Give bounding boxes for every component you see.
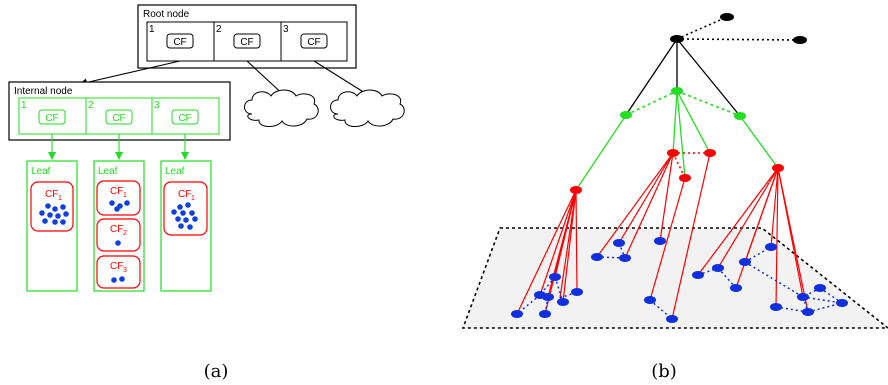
leaf-3-points <box>171 202 198 230</box>
level2-node-3 <box>704 149 716 157</box>
level2-node-2 <box>667 149 679 157</box>
leaf-2-cf-3-label: CF <box>110 261 123 272</box>
data-points <box>511 237 848 323</box>
leaf-1-cf-sub: 1 <box>58 195 62 202</box>
subtree-cloud-2 <box>330 89 405 127</box>
root-cf-2: CF <box>240 37 253 48</box>
sibling-node-2 <box>793 36 807 44</box>
internal-cf-1: CF <box>45 113 58 124</box>
panel-a: Root node 1 2 3 CF CF CF Internal node <box>8 4 405 382</box>
leaf-2: Leaf CF 1 CF 2 CF 3 <box>93 160 145 292</box>
leaf-3-title: Leaf <box>165 166 185 177</box>
leaf-2-cf-2-sub: 2 <box>123 230 127 237</box>
internal-node: Internal node 1 2 3 CF CF CF <box>8 81 231 141</box>
leaf-2-cf-3-points <box>111 276 125 283</box>
leaf-edges <box>516 152 809 320</box>
internal-slot-2: 2 <box>88 100 94 111</box>
root-cf-3: CF <box>307 37 320 48</box>
leaf-3: Leaf CF 1 <box>160 160 212 292</box>
internal-slot-3: 3 <box>154 100 160 111</box>
root-dotted-edges <box>676 16 801 41</box>
leaf-2-cf-1-points <box>109 200 130 212</box>
subtree-cloud-1 <box>244 89 319 127</box>
internal-slot-1: 1 <box>21 100 27 111</box>
root-node: Root node 1 2 3 CF CF CF <box>137 4 357 69</box>
root-slot-3: 3 <box>283 24 289 35</box>
panel-b: (b) <box>461 13 888 382</box>
leaf-1: Leaf CF 1 <box>26 160 78 292</box>
caption-a: (a) <box>204 361 229 382</box>
root-node-title: Root node <box>143 9 190 20</box>
level1-node-2 <box>671 87 683 95</box>
sibling-node-1 <box>720 13 734 21</box>
level2-node-1 <box>570 186 582 194</box>
leaf-1-cf-label: CF <box>45 189 58 200</box>
leaf-2-cf-1-sub: 1 <box>123 192 127 199</box>
root-slot-2: 2 <box>216 24 222 35</box>
leaf-2-cf-2-label: CF <box>110 224 123 235</box>
level1-node-1 <box>620 111 632 119</box>
level2-node-4 <box>679 174 691 182</box>
root-cf-1: CF <box>173 37 186 48</box>
root-slot-1: 1 <box>149 24 155 35</box>
data-plane <box>461 227 888 329</box>
leaf-2-cf-3-sub: 3 <box>123 267 127 274</box>
leaf-3-cf-label: CF <box>178 189 191 200</box>
caption-b: (b) <box>651 361 677 382</box>
level2-node-5 <box>772 164 784 172</box>
leaf-2-title: Leaf <box>98 166 118 177</box>
leaf-3-cf-sub: 1 <box>191 195 195 202</box>
leaf-1-title: Leaf <box>31 166 51 177</box>
internal-cf-2: CF <box>112 113 125 124</box>
leaf-2-cf-1-label: CF <box>110 186 123 197</box>
leaf-2-cf-2-box <box>96 218 141 252</box>
leaf-2-cf-1-box <box>96 180 141 216</box>
leaf-1-points <box>39 203 69 225</box>
leaf-2-cf-2-point <box>115 240 121 246</box>
level2-dotted-edges <box>672 152 710 179</box>
tree-nodes <box>570 13 807 194</box>
level1-dotted-edges <box>625 90 741 117</box>
level1-edges <box>575 90 779 191</box>
internal-cf-3: CF <box>178 113 191 124</box>
level1-node-3 <box>734 112 746 120</box>
root-to-internal-arrow <box>79 60 181 87</box>
leaf-2-cf-3-box <box>96 255 141 289</box>
root-edges <box>625 38 741 117</box>
internal-node-title: Internal node <box>14 86 73 97</box>
root-node-b <box>670 35 684 43</box>
